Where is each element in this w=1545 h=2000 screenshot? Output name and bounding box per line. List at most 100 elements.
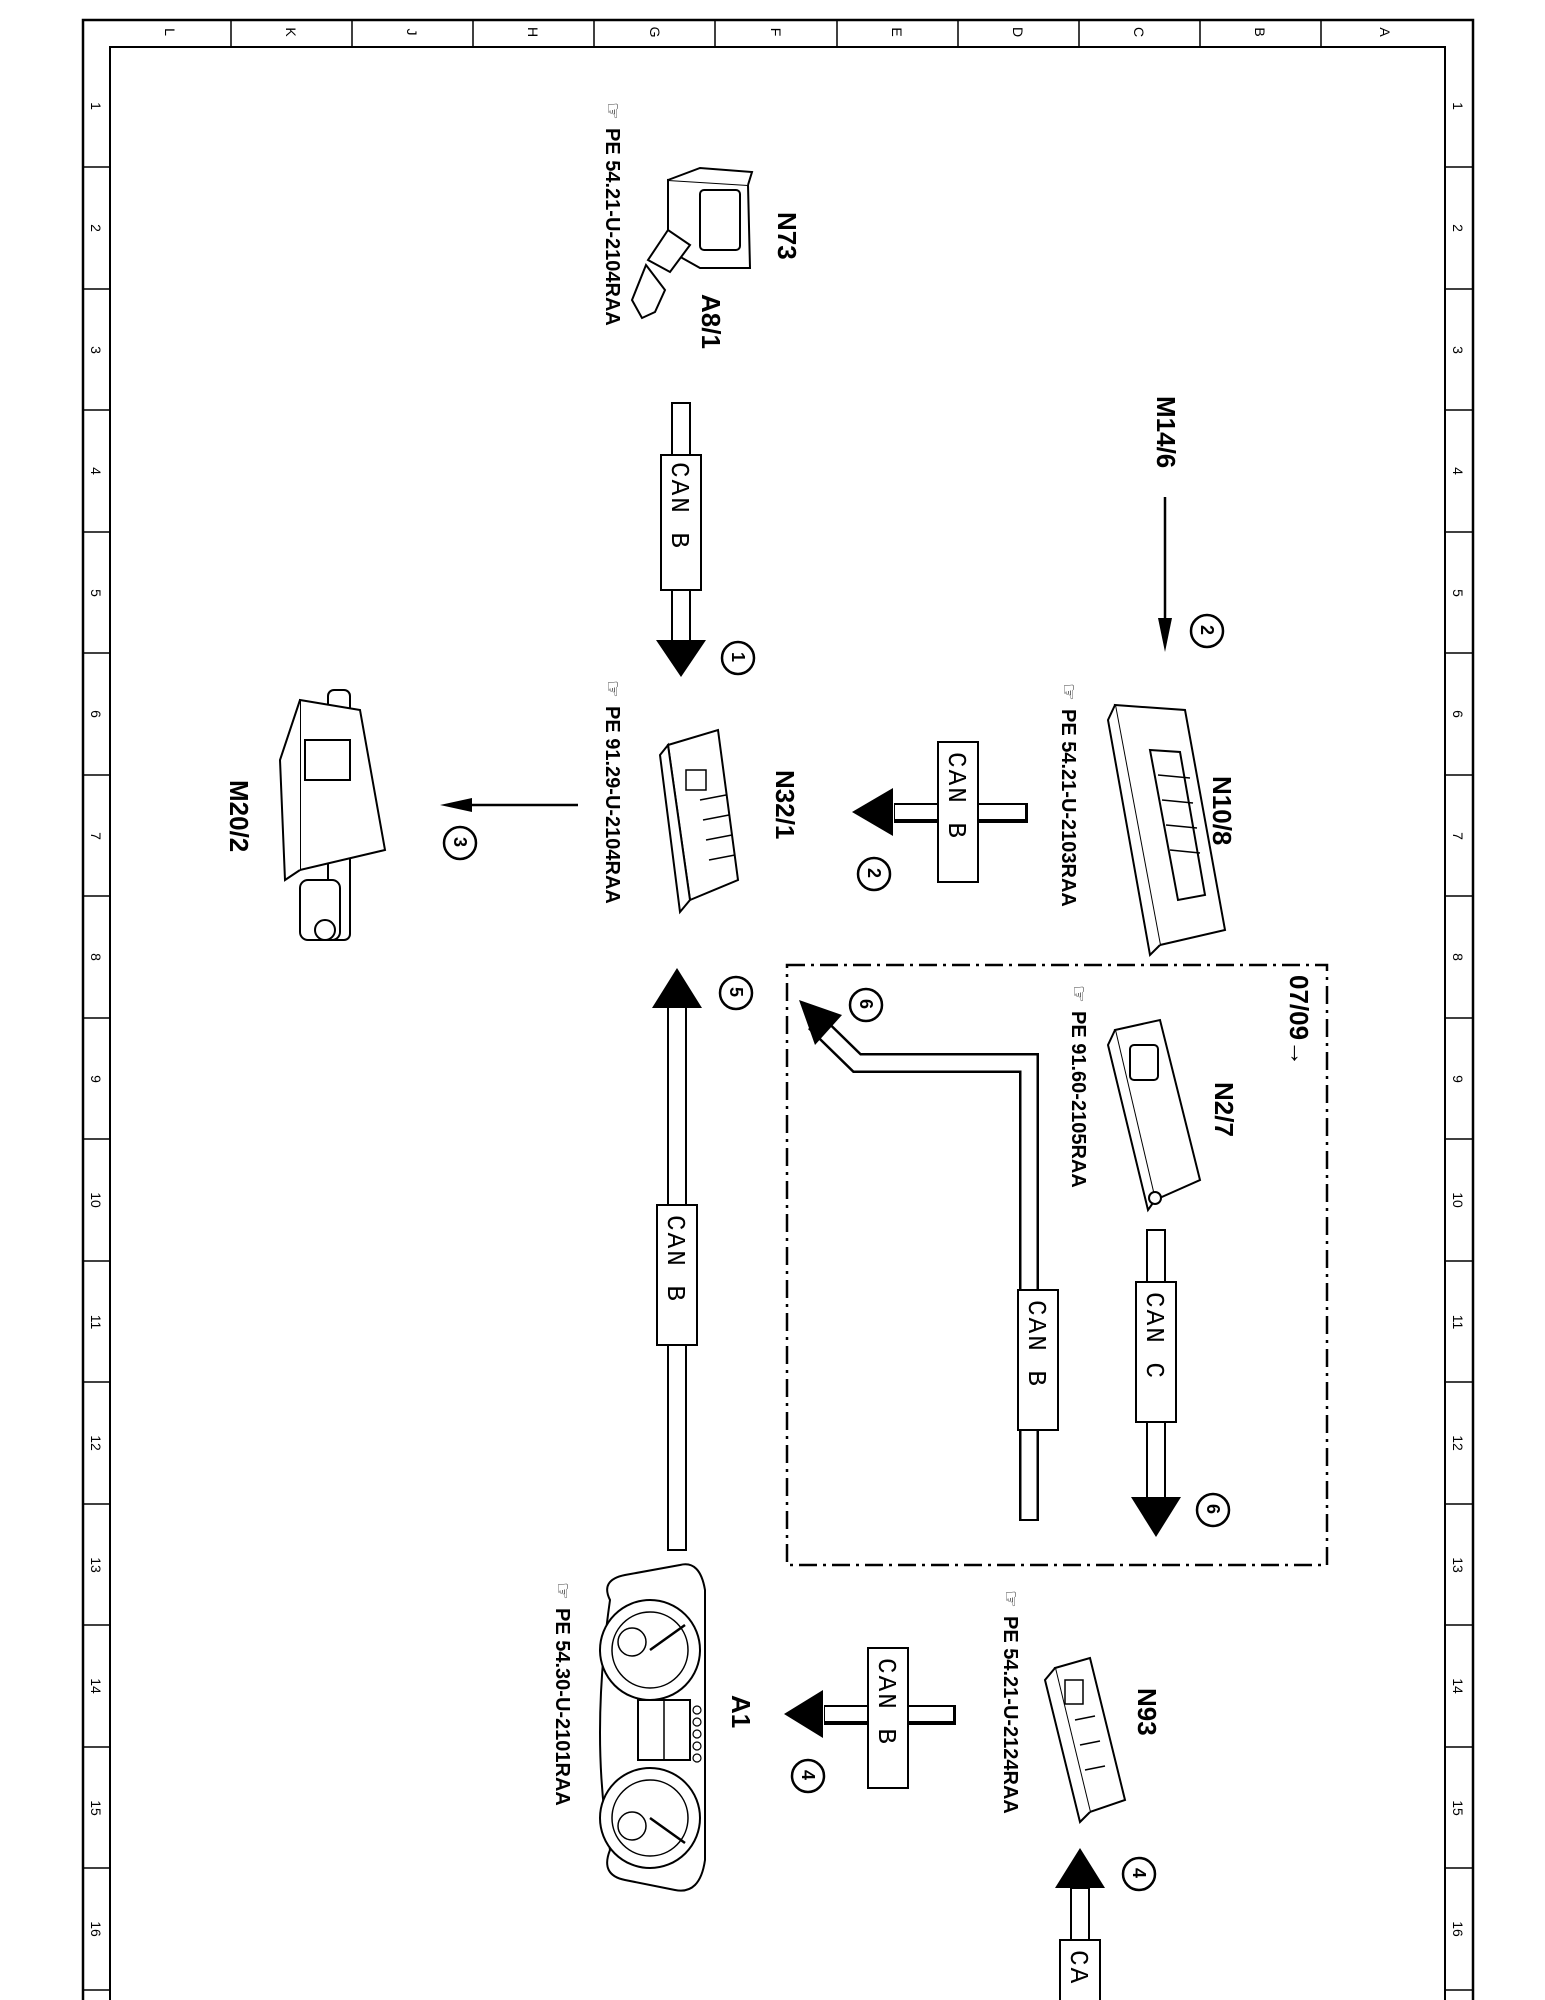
grid-number-right-3: 3	[1450, 346, 1466, 354]
grid-number-right-13: 13	[1450, 1557, 1466, 1573]
step-number-5: 5	[726, 987, 746, 997]
step-number-3: 3	[450, 837, 470, 847]
ref-text-n10-8: PE 54.21-U-2103RAA	[1057, 709, 1079, 907]
step-circle-2a	[1189, 613, 1225, 649]
arrowhead-5	[652, 968, 702, 1008]
ref-text-n73: PE 54.21-U-2104RAA	[601, 128, 623, 326]
step-number-6a: 6	[1203, 1504, 1223, 1514]
bus-label-box-can-b-5	[656, 1204, 698, 1346]
arrowhead-4b	[1055, 1848, 1105, 1888]
grid-number-right-9: 9	[1450, 1075, 1466, 1083]
grid-number-right-15: 15	[1450, 1800, 1466, 1816]
arrowhead-1	[656, 640, 706, 677]
grid-number-right-16: 16	[1450, 1921, 1466, 1937]
module-n93	[1043, 1656, 1127, 1824]
bus-label-box-can-c	[1135, 1281, 1177, 1423]
grid-number-left-7: 7	[88, 832, 104, 840]
arrowhead-6a	[1131, 1497, 1181, 1537]
grid-letter-a: A	[1377, 27, 1393, 37]
arrowhead-2b	[852, 788, 893, 836]
arrowhead-2a	[1158, 618, 1172, 652]
reference-a1: ☞ PE 54.30-U-2101RAA	[551, 1582, 573, 1806]
bus-label-can-b-6: CAN B	[1021, 1300, 1051, 1388]
grid-number-right-12: 12	[1450, 1435, 1466, 1451]
grid-number-left-15: 15	[88, 1800, 104, 1816]
ref-hand-icon-n32-1: ☞	[601, 680, 623, 698]
bus-label-box-can-b-4	[867, 1647, 909, 1789]
ref-hand-icon-n10-8: ☞	[1057, 683, 1079, 701]
label-a8-1: A8/1	[696, 294, 726, 349]
grid-letter-j: J	[404, 29, 420, 36]
grid-number-left-12: 12	[88, 1435, 104, 1451]
module-n2-7	[1106, 1018, 1202, 1213]
grid-letter-h: H	[525, 27, 541, 37]
step-circle-1	[720, 640, 756, 676]
reference-n10-8: ☞ PE 54.21-U-2103RAA	[1057, 683, 1079, 907]
step-number-6b: 6	[856, 999, 876, 1009]
step-number-4a: 4	[798, 1770, 818, 1780]
label-n93: N93	[1132, 1688, 1162, 1736]
arrowhead-6b	[799, 1000, 842, 1045]
grid-number-right-6: 6	[1450, 710, 1466, 718]
grid-number-left-3: 3	[88, 346, 104, 354]
label-m14-6: M14/6	[1151, 396, 1181, 468]
reference-n93: ☞ PE 54.21-U-2124RAA	[999, 1590, 1021, 1814]
grid-number-left-10: 10	[88, 1192, 104, 1208]
grid-letter-d: D	[1010, 27, 1026, 37]
step-circle-6b	[848, 987, 884, 1023]
grid-number-left-8: 8	[88, 953, 104, 961]
step-number-2b: 2	[864, 868, 884, 878]
instrument-cluster-a1	[599, 1563, 706, 1892]
number-ruler-left: 1 2 3 4 5 6 7 8 9 10 11 12 13 14 15 16	[83, 102, 110, 1991]
step-circle-3	[442, 825, 478, 861]
grid-letter-e: E	[889, 27, 905, 36]
label-m20-2: M20/2	[224, 780, 254, 852]
label-n73: N73	[772, 212, 802, 260]
bus-label-can-b-5: CAN B	[660, 1215, 690, 1303]
ref-text-n93: PE 54.21-U-2124RAA	[999, 1616, 1021, 1814]
grid-number-left-4: 4	[88, 467, 104, 475]
arrowhead-4a	[784, 1690, 823, 1738]
bus-label-can-c: CAN C	[1139, 1292, 1169, 1380]
grid-letter-k: K	[283, 27, 299, 37]
label-a1: A1	[726, 1695, 756, 1728]
step-number-2a: 2	[1197, 625, 1217, 635]
grid-number-left-11: 11	[88, 1315, 104, 1330]
grid-letter-l: L	[162, 28, 178, 36]
grid-number-right-8: 8	[1450, 953, 1466, 961]
grid-number-left-6: 6	[88, 710, 104, 718]
grid-number-left-5: 5	[88, 589, 104, 597]
ref-text-n32-1: PE 91.29-U-2104RAA	[601, 706, 623, 904]
bus-label-can-b-4: CAN B	[871, 1658, 901, 1746]
grid-number-right-5: 5	[1450, 589, 1466, 597]
outer-frame	[81, 18, 1475, 2000]
letter-ruler: L K J H G F E D C B A	[162, 20, 1393, 47]
grid-number-left-13: 13	[88, 1557, 104, 1573]
grid-number-left-2: 2	[88, 224, 104, 232]
ignition-switch-n73	[630, 166, 754, 320]
bus-label-can-b-1: CAN B	[664, 462, 694, 550]
bus-label-box-can-partial	[1059, 1939, 1101, 2000]
ref-hand-icon-n73: ☞	[601, 102, 623, 120]
grid-number-right-14: 14	[1450, 1678, 1466, 1694]
inner-frame	[109, 46, 1446, 2000]
step-circle-6a	[1195, 1492, 1231, 1528]
step-circle-2b	[856, 856, 892, 892]
grid-number-right-1: 1	[1450, 102, 1466, 110]
ref-text-a1: PE 54.30-U-2101RAA	[551, 1608, 573, 1806]
motor-m20-2	[278, 689, 387, 941]
date-frame	[785, 963, 1329, 1567]
grid-number-right-4: 4	[1450, 467, 1466, 475]
number-ruler-right: 1 2 3 4 5 6 7 8 9 10 11 12 13 14 15 16	[1445, 102, 1473, 1991]
bus-label-box-can-b-2	[937, 741, 979, 883]
step-circle-4a	[790, 1758, 826, 1794]
step-circle-4b	[1121, 1856, 1157, 1892]
grid-number-right-7: 7	[1450, 832, 1466, 840]
label-n32-1: N32/1	[770, 770, 800, 839]
module-n32-1	[658, 728, 740, 915]
reference-n2-7: ☞ PE 91.60-2105RAA	[1067, 985, 1089, 1188]
grid-letter-g: G	[647, 27, 663, 38]
grid-letter-f: F	[768, 28, 784, 37]
bus-label-can-partial: CA	[1063, 1950, 1093, 1985]
